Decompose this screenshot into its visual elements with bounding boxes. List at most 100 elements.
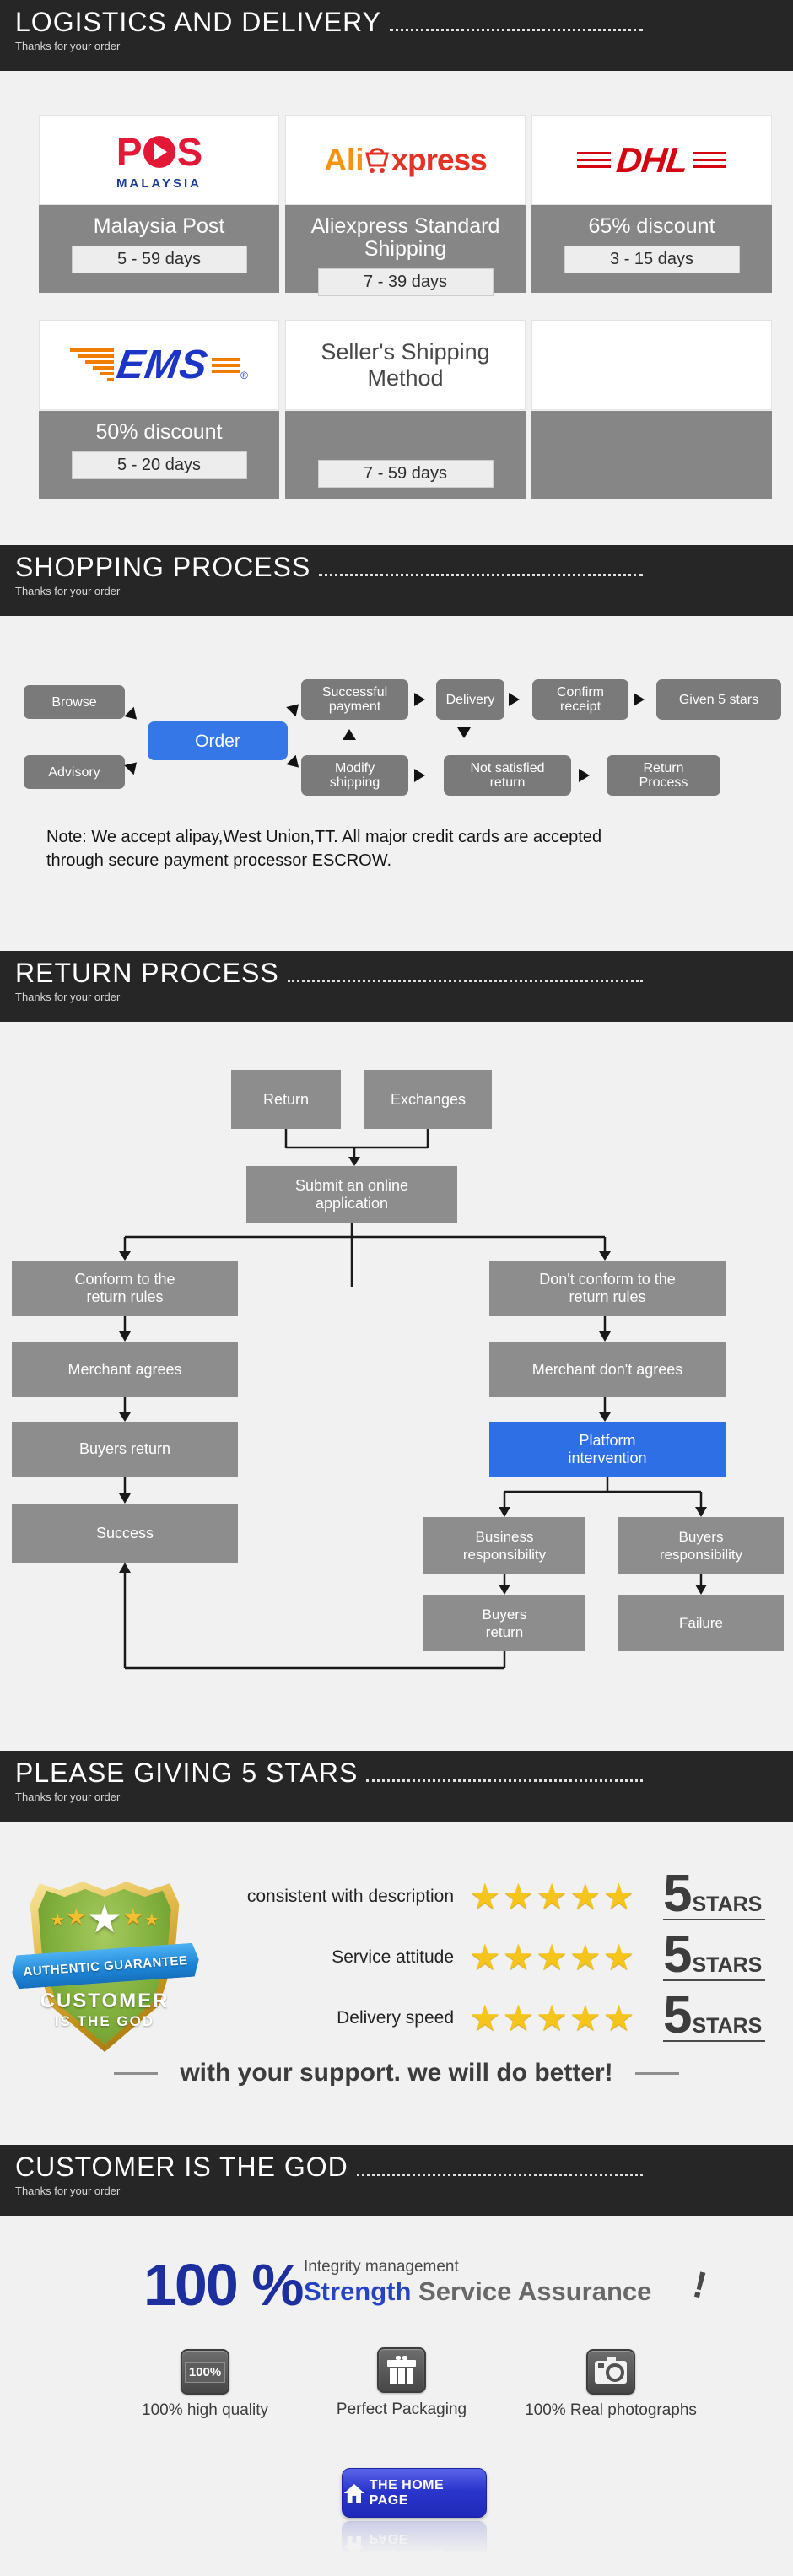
dhl-stripes-left: [576, 151, 611, 169]
arrow-icon: [509, 693, 520, 706]
flow-box-buyers-return: Buyers return: [12, 1422, 238, 1477]
pos-malaysia-label: MALAYSIA: [116, 176, 202, 191]
customer-subtitle: Thanks for your order: [15, 2184, 121, 2197]
dotted-line: [366, 1779, 643, 1782]
logistics-subtitle: Thanks for your order: [15, 40, 121, 52]
shopping-header: SHOPPING PROCESS Thanks for your order: [0, 545, 793, 616]
flow-box-success: Success: [12, 1504, 238, 1563]
flowchart-connectors: [119, 1129, 707, 1670]
delivery-days-badge: 5 - 20 days: [71, 451, 247, 479]
five-stars-icon: ★★★★★: [469, 1937, 637, 1977]
carrier-info-ems: 50% discount 5 - 20 days: [39, 411, 279, 499]
arrow-up-icon: [343, 729, 356, 740]
return-header: RETURN PROCESS Thanks for your order: [0, 951, 793, 1022]
crown-stars-icon: ★ ★ ★ ★ ★: [50, 1897, 159, 1941]
ems-stripes-left: [70, 348, 115, 383]
stars-subtitle: Thanks for your order: [15, 1790, 121, 1803]
flow-box-confirm-receipt: Confirm receipt: [532, 679, 628, 720]
arrow-icon: [124, 757, 142, 775]
flow-box-business-responsibility: Business responsibility: [423, 1517, 585, 1574]
arrow-icon: [124, 706, 142, 725]
hundred-percent-text: 100 %: [143, 2252, 304, 2318]
carrier-table-row1: P S MALAYSIA Ali xpress DHL: [39, 115, 772, 296]
aliexpress-logo: Ali xpress: [285, 115, 526, 205]
pos-chevron-icon: [143, 136, 175, 168]
five-stars-icon: ★★★★★: [469, 1998, 637, 2038]
delivery-days-badge: 7 - 39 days: [317, 268, 494, 296]
flow-box-exchanges: Exchanges: [364, 1070, 492, 1129]
flow-box-given-5-stars: Given 5 stars: [656, 679, 781, 720]
arrow-icon: [634, 693, 645, 706]
flow-box-failure: Failure: [618, 1595, 784, 1651]
five-stars-icon: ★★★★★: [469, 1877, 637, 1916]
camera-icon: [586, 2349, 635, 2395]
flow-box-buyers-responsibility: Buyers responsibility: [618, 1517, 784, 1574]
arrow-down-icon: [457, 727, 471, 738]
delivery-days-badge: 5 - 59 days: [71, 246, 247, 273]
carrier-info-seller: 7 - 59 days: [285, 411, 526, 499]
ems-text: EMS: [114, 343, 211, 387]
home-icon: [343, 2483, 365, 2503]
stars-header: PLEASE GIVING 5 STARS Thanks for your or…: [0, 1751, 793, 1822]
flow-box-merchant-dont-agrees: Merchant don't agrees: [489, 1342, 726, 1397]
support-slogan: with your support. we will do better!: [0, 2059, 793, 2087]
feature-label-packaging: Perfect Packaging: [336, 2400, 467, 2418]
carrier-name: Aliexpress Standard Shipping: [310, 214, 500, 261]
flow-box-return-process: Return Process: [607, 755, 720, 796]
dotted-line: [319, 574, 643, 576]
flow-box-not-satisfied-return: Not satisfied return: [444, 755, 571, 796]
aliexpress-prefix: Ali: [324, 142, 364, 177]
carrier-name: 50% discount: [95, 420, 223, 444]
flow-box-return: Return: [231, 1070, 341, 1129]
shopping-title: SHOPPING PROCESS: [15, 552, 311, 582]
dhl-text: DHL: [614, 139, 689, 180]
white-star-icon: ★: [87, 1897, 122, 1941]
delivery-days-badge: 3 - 15 days: [564, 246, 740, 273]
dotted-line: [356, 2174, 643, 2176]
dhl-logo: DHL: [531, 115, 772, 205]
gift-icon: [377, 2347, 426, 2393]
carrier-info-aliexpress: Aliexpress Standard Shipping 7 - 39 days: [285, 205, 526, 296]
ems-logo: EMS ®: [39, 320, 279, 410]
flow-box-advisory: Advisory: [24, 755, 125, 789]
empty-info-cell: [531, 411, 772, 499]
arrow-icon: [579, 769, 590, 782]
home-page-button[interactable]: THE HOME PAGE: [342, 2468, 487, 2518]
carrier-name: Malaysia Post: [93, 214, 225, 238]
logistics-title: LOGISTICS AND DELIVERY: [15, 7, 381, 37]
ems-stripes-right: [212, 355, 241, 375]
payment-note: Note: We accept alipay,West Union,TT. Al…: [46, 828, 602, 870]
carrier-info-malaysia-post: Malaysia Post 5 - 59 days: [39, 205, 279, 293]
feature-label-photographs: 100% Real photographs: [525, 2401, 697, 2419]
arrow-icon: [414, 693, 425, 706]
flow-box-order: Order: [148, 721, 288, 760]
logistics-header: LOGISTICS AND DELIVERY Thanks for your o…: [0, 0, 793, 71]
dash-decoration: [634, 2071, 679, 2075]
arrow-icon: [414, 769, 425, 782]
pos-malaysia-logo: P S MALAYSIA: [39, 115, 279, 205]
carrier-info-dhl: 65% discount 3 - 15 days: [531, 205, 772, 293]
flow-box-buyers-return-2: Buyers return: [423, 1595, 585, 1651]
dash-decoration: [114, 2071, 159, 2075]
badge-god-text: IS THE GOD: [54, 2013, 155, 2029]
registered-mark: ®: [240, 370, 248, 381]
pos-letter-p: P: [116, 130, 143, 174]
delivery-days-badge: 7 - 59 days: [317, 460, 494, 488]
flow-box-merchant-agrees: Merchant agrees: [12, 1342, 238, 1397]
shopping-cart-icon: [365, 147, 390, 173]
flow-box-delivery: Delivery: [436, 679, 504, 720]
stars-title: PLEASE GIVING 5 STARS: [15, 1758, 359, 1788]
flow-box-platform-intervention: Platform intervention: [489, 1422, 726, 1477]
customer-header: CUSTOMER IS THE GOD Thanks for your orde…: [0, 2145, 793, 2216]
flow-box-submit-application: Submit an online application: [246, 1166, 457, 1223]
flow-box-conform-rules: Conform to the return rules: [12, 1261, 238, 1316]
home-button-reflection: THE HOME PAGE: [342, 2521, 487, 2571]
aliexpress-suffix: xpress: [391, 142, 487, 177]
seller-method-text: Seller's Shipping Method: [321, 338, 490, 391]
badge-customer-text: CUSTOMER: [40, 1990, 170, 2012]
exclamation-mark: !: [688, 2263, 711, 2308]
pos-letter-s: S: [176, 130, 203, 174]
customer-title: CUSTOMER IS THE GOD: [15, 2152, 348, 2182]
